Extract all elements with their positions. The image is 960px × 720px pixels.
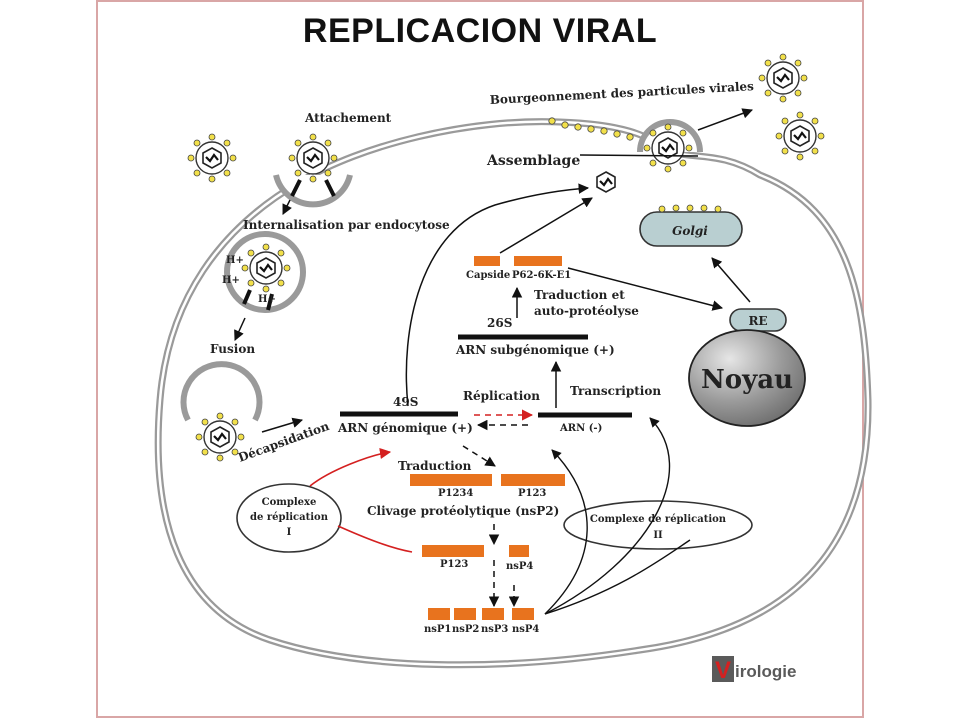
arn-negatif-label: ARN (-) [559, 423, 602, 434]
p1234-label: P1234 [438, 488, 473, 499]
complexe-replication-1 [236, 483, 342, 553]
assemblage-label: Assemblage [486, 153, 580, 169]
traduction-et-label: Traduction et [534, 288, 625, 302]
attachment-pocket [273, 174, 353, 208]
fusion-vesicle [180, 361, 263, 422]
complexe-replication-2 [563, 500, 753, 550]
49s-label: 49S [393, 395, 418, 409]
complexe1-line3: I [287, 527, 292, 538]
capside-bar [474, 256, 500, 266]
nsp1-bar [428, 608, 450, 620]
auto-proteolyse-label: auto-protéolyse [534, 304, 639, 318]
arn-subgenomique-label: ARN subgénomique (+) [455, 343, 615, 357]
golgi-label: Golgi [672, 224, 708, 238]
hplus-label: H+ [258, 294, 276, 305]
complexe2-line1: Complexe de réplication [590, 514, 727, 525]
nsp3-label: nsP3 [481, 624, 508, 635]
nsp4-label: nsP4 [506, 561, 533, 572]
svg-text:irologie: irologie [735, 662, 796, 681]
nsp4-final-label: nsP4 [512, 624, 539, 635]
fusion-label: Fusion [210, 342, 255, 356]
p62-label: P62-6K-E1 [512, 270, 571, 281]
transcription-label: Transcription [570, 384, 661, 398]
nsp3-bar [482, 608, 504, 620]
bourgeonnement-label: Bourgeonnement des particules virales [489, 79, 754, 107]
complexe1-line1: Complexe [262, 497, 317, 508]
nsp2-label: nsP2 [452, 624, 479, 635]
nsp2-bar [454, 608, 476, 620]
nsp4-bar [509, 545, 529, 557]
golgi-body [639, 211, 743, 247]
virion-icon [774, 110, 826, 162]
attachement-label: Attachement [304, 111, 392, 125]
complexe2-line2: II [653, 530, 663, 541]
page-title: REPLICACION VIRAL [302, 12, 658, 50]
complexe1-red-line [337, 525, 413, 553]
arn-genomique-label: ARN génomique (+) [337, 421, 473, 435]
svg-text:V: V [715, 657, 731, 684]
p123-cleaved-bar [422, 545, 484, 557]
glycoprotein-dots [548, 117, 634, 141]
p62-bar [514, 256, 562, 266]
internalisation-label: Internalisation par endocytose [243, 218, 450, 232]
26s-label: 26S [487, 316, 512, 330]
pathway-arrows [234, 108, 753, 433]
replication-label: Réplication [463, 389, 540, 403]
complexe1-line2: de réplication [250, 512, 329, 523]
nsp1-label: nsP1 [424, 624, 451, 635]
hplus-label: H+ [222, 275, 240, 286]
noyau-label: Noyau [701, 365, 793, 395]
traduction-label: Traduction [398, 459, 472, 473]
virion-icon [186, 132, 238, 184]
p123-cleaved-label: P123 [440, 559, 468, 570]
hplus-label: H+ [226, 255, 244, 266]
complexe2-arrows [544, 417, 691, 615]
virologie-logo: V irologie [712, 656, 796, 684]
virion-icon [757, 52, 809, 104]
p123-label: P123 [518, 488, 546, 499]
nucleus [688, 329, 806, 427]
complexe1-red-arrow [309, 447, 392, 487]
re-label: RE [748, 314, 767, 328]
clivage-label: Clivage protéolytique (nsP2) [367, 504, 559, 518]
capsid-icon [595, 170, 617, 194]
p1234-bar [410, 474, 492, 486]
nsp4-final-bar [512, 608, 534, 620]
p123-bar [501, 474, 565, 486]
receptor-icon [242, 179, 336, 311]
capside-label: Capside [466, 270, 510, 281]
